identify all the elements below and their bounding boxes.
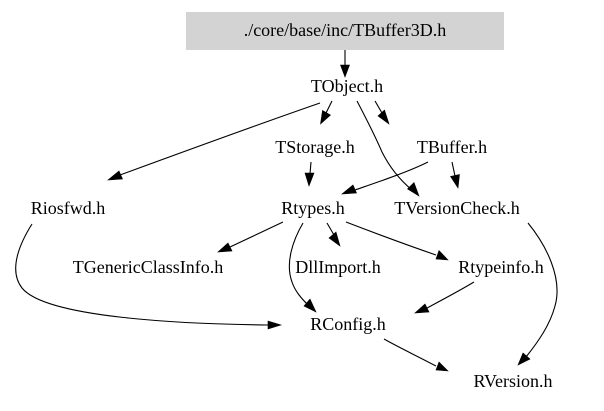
edge-line (309, 161, 312, 175)
node-label: Rtypes.h (281, 198, 345, 218)
edge-line (325, 100, 333, 114)
arrowhead-icon (450, 174, 460, 189)
node-tstorage[interactable]: TStorage.h (259, 133, 371, 163)
edge-line (525, 222, 558, 358)
edges-layer (15, 50, 558, 372)
arrowhead-icon (267, 320, 283, 330)
node-label: TVersionCheck.h (394, 198, 519, 218)
node-label: RVersion.h (473, 371, 552, 391)
arrowhead-icon (377, 109, 390, 125)
edge-line (426, 281, 475, 309)
edge-rtypes-to-tgenericclassinfo (217, 221, 284, 253)
node-label: RConfig.h (310, 314, 386, 334)
edge-rtypes-to-rtypeinfo (345, 221, 449, 261)
node-tobject[interactable]: TObject.h (293, 72, 401, 102)
edge-tstorage-to-rtypes (304, 161, 315, 187)
edge-line (356, 100, 413, 191)
arrowhead-icon (303, 298, 317, 313)
nodes-layer: ./core/base/inc/TBuffer3D.hTObject.hTSto… (13, 12, 572, 397)
edge-line (383, 338, 437, 367)
edge-line (15, 223, 269, 326)
edge-tversioncheck-to-rversion (517, 222, 558, 366)
arrowhead-icon (517, 352, 531, 366)
arrowhead-icon (320, 110, 332, 125)
edge-rtypes-to-dllimport (326, 222, 341, 247)
edge-tobject-to-tversioncheck (356, 100, 420, 197)
edge-line (119, 102, 321, 176)
node-riosfwd[interactable]: Riosfwd.h (13, 194, 123, 224)
node-background-box[interactable] (186, 12, 504, 50)
node-label: TObject.h (311, 76, 383, 96)
edge-line (288, 222, 309, 306)
edge-tbuffer-to-tversioncheck (450, 161, 460, 189)
arrowhead-icon (414, 303, 430, 314)
arrowhead-icon (217, 242, 233, 253)
arrowhead-icon (407, 181, 420, 197)
edge-line (229, 221, 284, 248)
node-label: Riosfwd.h (31, 198, 106, 218)
node-rtypes[interactable]: Rtypes.h (264, 194, 362, 224)
edge-rconfig-to-rversion (383, 338, 449, 372)
arrowhead-icon (328, 231, 341, 247)
node-label: ./core/base/inc/TBuffer3D.h (244, 20, 447, 40)
edge-tobject-to-tstorage (320, 100, 333, 125)
edge-riosfwd-to-rconfig (15, 223, 283, 330)
node-dllimport[interactable]: DllImport.h (277, 253, 399, 283)
edge-line (345, 221, 437, 256)
node-rconfig[interactable]: RConfig.h (294, 310, 402, 340)
node-rversion[interactable]: RVersion.h (454, 367, 572, 397)
edge-rtypeinfo-to-rconfig (414, 281, 475, 314)
edge-tobject-to-tbuffer (374, 100, 390, 125)
arrowhead-icon (341, 184, 357, 195)
edge-line (354, 161, 429, 191)
node-label: TGenericClassInfo.h (73, 257, 223, 277)
node-rtypeinfo[interactable]: Rtypeinfo.h (441, 253, 561, 283)
node-root[interactable]: ./core/base/inc/TBuffer3D.h (186, 12, 504, 50)
arrowhead-icon (435, 249, 449, 261)
edge-tbuffer-to-rtypes (341, 161, 429, 195)
node-label: Rtypeinfo.h (458, 257, 544, 277)
node-label: TBuffer.h (417, 137, 487, 157)
edge-line (374, 100, 383, 114)
edge-line (451, 161, 456, 177)
node-tversioncheck[interactable]: TVersionCheck.h (377, 194, 537, 224)
arrowhead-icon (304, 172, 315, 187)
node-label: TStorage.h (275, 137, 354, 157)
node-tbuffer[interactable]: TBuffer.h (400, 133, 504, 163)
edge-line (326, 222, 335, 236)
arrowhead-icon (107, 170, 123, 181)
node-label: DllImport.h (295, 257, 381, 277)
edge-tobject-to-riosfwd (107, 102, 321, 181)
arrowhead-icon (435, 361, 449, 372)
arrowhead-icon (340, 64, 350, 78)
edge-rtypes-to-rconfig (288, 222, 317, 313)
edge-root-to-tobject (340, 50, 350, 78)
node-tgenericclassinfo[interactable]: TGenericClassInfo.h (37, 253, 259, 283)
